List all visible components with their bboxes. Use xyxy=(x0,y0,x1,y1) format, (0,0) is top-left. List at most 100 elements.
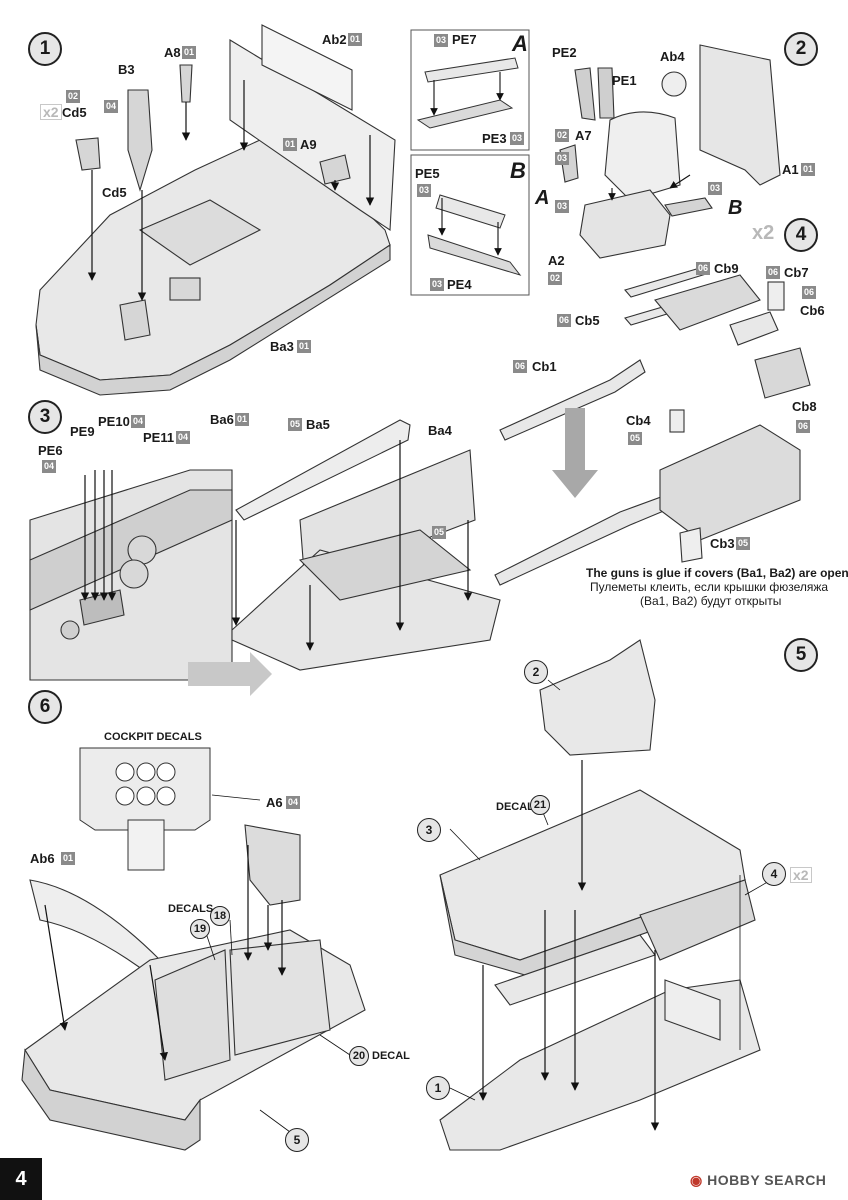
part-ba5-sprue: 05 xyxy=(288,418,303,431)
part-pe3-label: PE3 xyxy=(482,131,507,146)
part-ab6-sprue: 01 xyxy=(61,852,76,865)
part-a1-label: A1 xyxy=(782,162,799,177)
step6-decal-19: 19 xyxy=(190,919,210,939)
part-pe7-label: PE7 xyxy=(452,32,477,47)
part-cb6-sprue: 06 xyxy=(802,286,817,299)
step5-decal-21: 21 xyxy=(530,795,550,815)
step1-number: 1 xyxy=(28,32,62,66)
inset-b-letter: B xyxy=(510,158,526,183)
step1-floor-drawing xyxy=(35,24,396,396)
part-cb9-sprue: 06 xyxy=(696,262,711,275)
step6-callout-5: 5 xyxy=(285,1128,309,1152)
part-ab2-sprue: 01 xyxy=(348,33,363,46)
part-ba6-sprue: 01 xyxy=(235,413,250,426)
step3-sidewall-drawing xyxy=(231,419,501,671)
inset-a-frame xyxy=(410,29,530,151)
part-ba4-label: Ba4 xyxy=(428,423,452,438)
part-a2-label: A2 xyxy=(548,253,565,268)
part-pe11-label: PE11 xyxy=(143,430,175,445)
part-cb4-sprue: 05 xyxy=(628,432,643,445)
watermark-logo-icon: ◉ xyxy=(690,1172,703,1188)
watermark-text: HOBBY SEARCH xyxy=(707,1172,827,1188)
step2-sprue-tag-3: 03 xyxy=(708,182,723,195)
part-pe4-label: PE4 xyxy=(447,277,472,292)
step6-decal-20: 20 xyxy=(349,1046,369,1066)
part-pe11-sprue: 04 xyxy=(176,431,191,444)
step5-number: 5 xyxy=(784,638,818,672)
part-a6-sprue: 04 xyxy=(286,796,301,809)
part-pe3-sprue: 03 xyxy=(510,132,525,145)
step6-decals-label: DECALS xyxy=(168,903,214,915)
part-ba6-label: Ba6 xyxy=(210,412,234,427)
step4-gun-assembled-drawing xyxy=(494,409,801,586)
part-cd5-label: Cd5 xyxy=(62,105,87,120)
part-pe1-label: PE1 xyxy=(612,73,637,88)
part-cd5-label-2: Cd5 xyxy=(102,185,127,200)
part-a7-sprue: 02 xyxy=(555,129,570,142)
step5-callout-3: 3 xyxy=(417,818,441,842)
step5-callout-2: 2 xyxy=(524,660,548,684)
part-cb6-label: Cb6 xyxy=(800,303,825,318)
step3-big-arrow xyxy=(188,652,272,696)
part-cb3-sprue: 05 xyxy=(736,537,751,550)
step1-multiplier: x2 xyxy=(40,104,62,120)
part-cb8-sprue: 06 xyxy=(796,420,811,433)
inset-b-drawing xyxy=(427,194,522,276)
step4-note-ru-2: (Ba1, Ba2) будут открыты xyxy=(640,594,782,608)
part-cb7-sprue: 06 xyxy=(766,266,781,279)
step2-sprue-tag-2: 03 xyxy=(555,200,570,213)
part-a8-label: A8 xyxy=(164,45,181,60)
part-ab4-label: Ab4 xyxy=(660,49,685,64)
step5-multiplier: x2 xyxy=(790,867,812,883)
step4-multiplier: x2 xyxy=(752,222,775,244)
part-pe9-label: PE9 xyxy=(70,424,95,439)
part-ba3-label: Ba3 xyxy=(270,339,294,354)
step6-cockpit-decals-title: COCKPIT DECALS xyxy=(104,731,202,743)
part-cd5-sprue: 02 xyxy=(66,90,81,103)
part-pe6-label: PE6 xyxy=(38,443,63,458)
part-a6-label: A6 xyxy=(266,795,283,810)
part-cb8-label: Cb8 xyxy=(792,399,817,414)
part-pe10-sprue: 04 xyxy=(131,415,146,428)
part-cb1-label: Cb1 xyxy=(532,359,557,374)
inset-a-drawing xyxy=(416,57,519,129)
step3-number: 3 xyxy=(28,400,62,434)
part-pe5-label: PE5 xyxy=(415,166,440,181)
part-cb9-label: Cb9 xyxy=(714,261,739,276)
part-cb5-label: Cb5 xyxy=(575,313,600,328)
step4-gun-parts-drawing xyxy=(499,267,811,441)
step6-number: 6 xyxy=(28,690,62,724)
inset-b-frame xyxy=(410,154,530,296)
part-pe6-sprue: 04 xyxy=(42,460,57,473)
step6-decal-20-label: DECAL xyxy=(372,1050,410,1062)
part-cb4-label: Cb4 xyxy=(626,413,651,428)
step2-letter-b: B xyxy=(728,197,743,219)
step5-seat-drawing xyxy=(539,639,656,756)
part-pe2-label: PE2 xyxy=(552,45,577,60)
part-pe7-sprue: 03 xyxy=(434,34,449,47)
page-number: 4 xyxy=(0,1158,42,1200)
part-a7-label: A7 xyxy=(575,128,592,143)
part-ab2-label: Ab2 xyxy=(322,32,347,47)
part-a9-label: A9 xyxy=(300,137,317,152)
step5-callout-4: 4 xyxy=(762,862,786,886)
part-cb5-sprue: 06 xyxy=(557,314,572,327)
step6-decal-18: 18 xyxy=(210,906,230,926)
step5-callout-1: 1 xyxy=(426,1076,450,1100)
step2-seat-drawing xyxy=(559,44,781,259)
step6-cockpit-drawing xyxy=(21,824,366,1151)
part-pe5-sprue: 03 xyxy=(417,184,432,197)
inset-a-letter: A xyxy=(512,31,528,56)
part-ba5-label: Ba5 xyxy=(306,417,330,432)
step5-floor-drawing xyxy=(439,979,761,1151)
step5-decal-label: DECAL xyxy=(496,801,534,813)
hobby-search-watermark: ◉ HOBBY SEARCH xyxy=(690,1172,826,1189)
part-pe10-label: PE10 xyxy=(98,414,130,429)
step2-number: 2 xyxy=(784,32,818,66)
part-a8-sprue: 01 xyxy=(182,46,197,59)
step6-panel-decal-drawing xyxy=(79,747,211,871)
step5-fuselage-drawing xyxy=(439,789,756,1006)
step2-letter-a: A xyxy=(535,187,550,209)
step4-big-arrow xyxy=(552,408,598,498)
